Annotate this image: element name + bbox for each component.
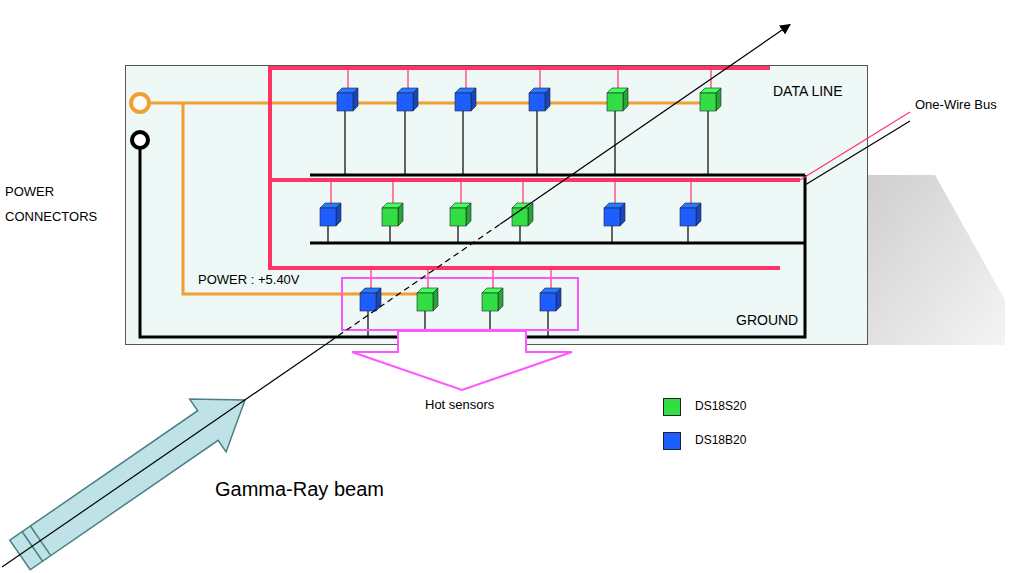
sensor-cube <box>450 203 471 226</box>
legend-swatch <box>663 432 681 450</box>
data-line <box>268 66 770 70</box>
annotation-label: One-Wire Bus <box>915 98 997 113</box>
leader-line <box>805 121 910 185</box>
sensor-cube <box>604 203 625 226</box>
ground-line <box>310 242 805 245</box>
data-line <box>268 178 800 182</box>
sensor-cube <box>455 88 476 111</box>
data-stub <box>407 68 408 89</box>
ground-stub <box>611 226 612 243</box>
ground-stub <box>344 111 345 175</box>
board-label: POWER : +5.40V <box>196 273 302 288</box>
beam-path <box>500 25 790 225</box>
legend-label: DS18S20 <box>695 400 746 414</box>
hot-sensor-box <box>342 278 578 330</box>
data-stub <box>347 68 348 89</box>
sensor-cube <box>540 288 561 311</box>
sensor-cube <box>382 203 403 226</box>
legend-swatch <box>663 398 681 416</box>
sensor-cube <box>482 288 503 311</box>
sensor-cube <box>397 88 418 111</box>
board-shadow <box>868 175 1005 345</box>
ground-stub <box>707 111 708 175</box>
annotation-label: Hot sensors <box>425 398 494 413</box>
beam-path <box>2 341 330 567</box>
data-stub <box>460 180 461 204</box>
ground-stub <box>457 226 458 243</box>
ground-stub <box>389 226 390 243</box>
ground-stub <box>614 111 615 175</box>
sensor-cube <box>700 88 721 111</box>
ground-stub <box>687 226 688 243</box>
ground-stub <box>462 111 463 175</box>
sensor-stubs <box>328 68 711 337</box>
data-stub <box>690 180 691 204</box>
annotation-label: POWER CONNECTORS <box>5 180 117 229</box>
data-stub <box>392 180 393 204</box>
sensor-cube <box>680 203 701 226</box>
sensor-cube <box>607 88 628 111</box>
ground-connector <box>132 132 148 148</box>
ground-stub <box>404 111 405 175</box>
sensor-cube <box>529 88 550 111</box>
power-connector <box>131 94 149 112</box>
data-stub <box>614 180 615 204</box>
board-label: DATA LINE <box>773 83 843 99</box>
sensor-cube <box>320 203 341 226</box>
data-line <box>268 66 272 270</box>
sensor-cube <box>417 288 438 311</box>
data-stub <box>522 180 523 204</box>
ground-stub <box>536 111 537 175</box>
sensor-cube <box>360 288 381 311</box>
beam-path <box>330 224 500 341</box>
hot-sensor-arrow <box>352 331 572 390</box>
data-stub <box>330 180 331 204</box>
ground-stub <box>327 226 328 243</box>
data-stub <box>539 68 540 89</box>
data-stub <box>617 68 618 89</box>
annotation-label: Gamma-Ray beam <box>215 478 384 501</box>
power-line <box>150 102 720 105</box>
leader-line <box>800 112 910 180</box>
data-line <box>268 266 780 270</box>
board-label: GROUND <box>736 312 798 328</box>
ground-line <box>310 174 805 177</box>
power-line <box>183 103 430 294</box>
data-stub <box>465 68 466 89</box>
sensor-cube <box>337 88 358 111</box>
legend-label: DS18B20 <box>695 434 746 448</box>
ground-stub <box>519 226 520 243</box>
ground-stub <box>547 311 548 337</box>
